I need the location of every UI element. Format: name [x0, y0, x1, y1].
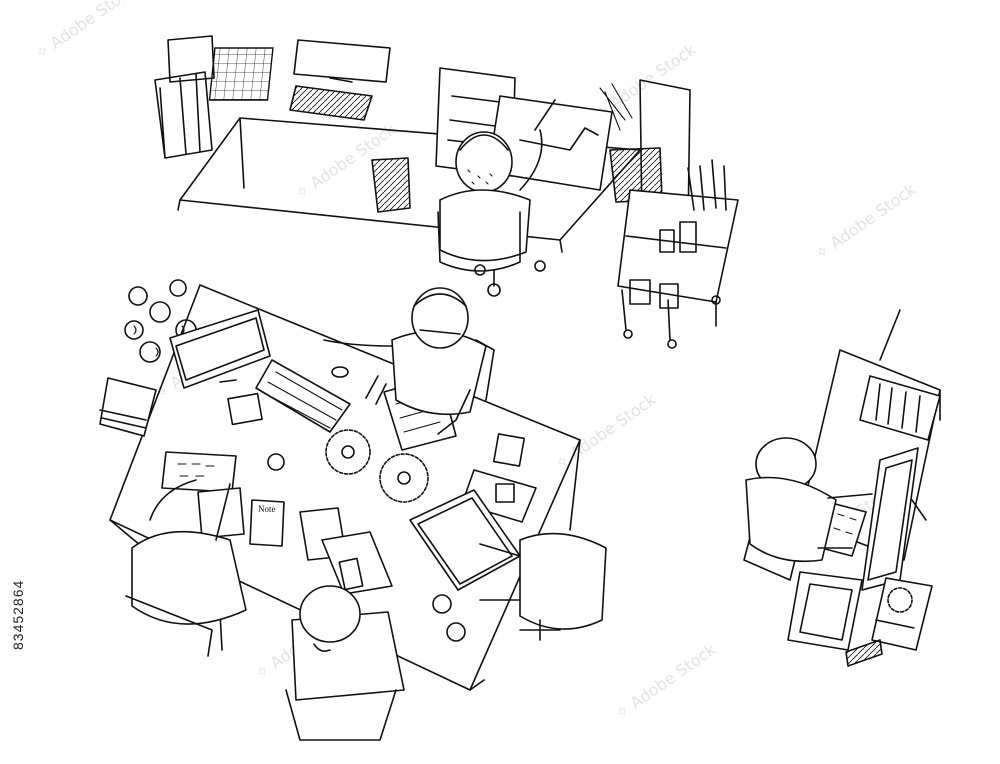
right-workstation [743, 309, 941, 667]
designer-person [437, 129, 546, 297]
plant-decor [325, 429, 429, 503]
person-at-computer [745, 437, 873, 563]
cup-icon [432, 594, 452, 614]
svg-text:✧ Adobe Stock: ✧ Adobe Stock [31, 0, 140, 63]
mouse-icon [331, 366, 349, 378]
calculator-icon [227, 392, 263, 426]
keyboard-icon [289, 85, 373, 121]
man-with-tablet [125, 479, 247, 657]
cup-icon [446, 622, 466, 642]
note-book: Note [249, 499, 285, 547]
woman-at-desk [323, 287, 495, 435]
drawing-tablet-icon [787, 571, 863, 651]
phone-icon [338, 557, 364, 591]
stock-id-text: 83452864 [10, 579, 26, 650]
person-at-laptop [479, 532, 607, 641]
svg-text:✧ Adobe Stock: ✧ Adobe Stock [811, 179, 920, 263]
office-chair [125, 595, 213, 657]
monitor-icon [169, 309, 271, 389]
pens-icon [365, 375, 387, 405]
monitor-icon [861, 447, 927, 591]
pencil-icon [534, 99, 556, 131]
office-chair [437, 211, 521, 272]
cup-icon [267, 453, 285, 471]
plant-decor [871, 577, 933, 651]
top-workstation [154, 35, 739, 349]
note-label: Note [258, 504, 276, 514]
monitor-icon [293, 39, 391, 83]
rolling-cart [617, 159, 739, 349]
person-with-phone [285, 557, 405, 741]
bookshelf-icon [859, 375, 941, 441]
svg-text:✧ Adobe Stock: ✧ Adobe Stock [551, 389, 660, 473]
tablet-icon [161, 451, 237, 493]
svg-text:✧ Adobe Stock: ✧ Adobe Stock [611, 639, 720, 723]
binders-icon [154, 35, 215, 159]
book-stack-icon [99, 377, 157, 437]
keyboard-icon [255, 359, 351, 433]
phone-icon [492, 433, 526, 467]
brushes-icon [599, 83, 633, 131]
